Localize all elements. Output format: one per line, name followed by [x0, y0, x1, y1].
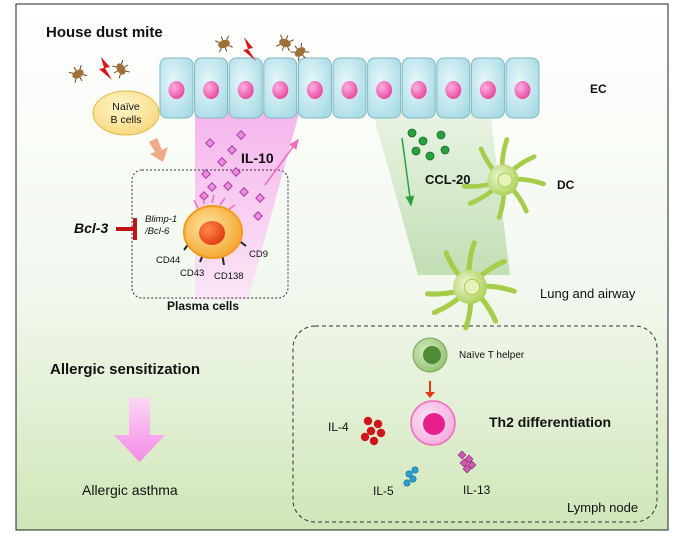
label-il10: IL-10 [241, 150, 274, 166]
il10-molecule [253, 211, 263, 221]
progression-arrow-icon [114, 398, 165, 462]
label-plasma-cells: Plasma cells [167, 299, 240, 313]
dendritic-cell-lower [424, 240, 517, 331]
il10-molecule [236, 130, 246, 140]
il13-molecule [457, 450, 467, 460]
il4-molecule [366, 426, 376, 436]
epithelial-nucleus [445, 81, 462, 99]
plasma-cell-box [131, 169, 289, 299]
epithelial-nucleus [514, 81, 531, 99]
label-blimp1: Blimp-1 [145, 214, 178, 225]
il10-molecule [201, 169, 211, 179]
il4-molecule [373, 419, 383, 429]
mite-icons [68, 34, 310, 83]
epithelial-nucleus [272, 81, 289, 99]
il4-molecule [369, 436, 379, 446]
il5-molecule [403, 479, 411, 487]
epithelium-layer [159, 57, 540, 119]
mite-icon [290, 42, 310, 62]
il4-molecules [360, 416, 386, 446]
il10-molecule [199, 191, 209, 201]
damage-bolt-icon [99, 57, 112, 80]
il4-molecule [363, 416, 373, 426]
ccl20-migration-cone [372, 110, 510, 275]
naive-b-cell [92, 90, 160, 136]
il10-molecules [199, 130, 265, 221]
th2-nucleus [423, 413, 445, 435]
il5-molecule [405, 470, 413, 478]
il13-molecule [464, 454, 474, 464]
ccl20-molecule [418, 136, 428, 146]
il10-molecule [231, 167, 241, 177]
mite-icon [276, 34, 294, 52]
il5-molecules [403, 466, 419, 487]
mite-icon [215, 35, 233, 53]
il13-molecule [462, 464, 472, 474]
il10-molecule [239, 187, 249, 197]
label-il4: IL-4 [328, 420, 349, 434]
label-ec: EC [590, 82, 607, 96]
il5-molecule [409, 475, 417, 483]
ccl20-molecule [407, 128, 417, 138]
label-house-dust-mite: House dust mite [46, 24, 163, 41]
damage-bolt-icon [243, 37, 256, 61]
label-cd44: CD44 [156, 255, 181, 266]
il13-molecules [457, 450, 477, 474]
il10-molecule [223, 181, 233, 191]
label-allergic-asthma: Allergic asthma [82, 482, 178, 498]
label-il13: IL-13 [463, 483, 491, 497]
t-helper-nucleus [423, 346, 441, 364]
epithelial-nucleus [306, 81, 323, 99]
label-bcl3: Bcl-3 [74, 220, 109, 236]
il10-molecule [227, 145, 237, 155]
label-il5: IL-5 [373, 484, 394, 498]
label-bcl6: /Bcl-6 [145, 226, 170, 237]
il10-molecule [207, 182, 217, 192]
label-naive-b-line2: B cells [110, 114, 142, 126]
label-ccl20: CCL-20 [425, 172, 471, 187]
label-cd9: CD9 [249, 249, 269, 260]
mite-icon [112, 59, 130, 79]
il4-molecule [376, 428, 386, 438]
ccl20-molecule [436, 130, 446, 140]
label-cd138: CD138 [214, 271, 244, 282]
label-dc: DC [557, 178, 575, 192]
il13-molecule [467, 460, 477, 470]
il10-molecule [255, 193, 265, 203]
differentiation-arrow-icon [149, 138, 168, 162]
epithelial-nucleus [479, 81, 496, 99]
mite-icon [68, 65, 88, 83]
label-allergic-sensitization: Allergic sensitization [50, 361, 201, 378]
epithelial-nucleus [168, 81, 185, 99]
label-naive-b-line1: Naïve [112, 101, 140, 113]
il10-molecule [217, 157, 227, 167]
il10-molecule [205, 138, 215, 148]
epithelial-nucleus [341, 81, 358, 99]
epithelial-nucleus [410, 81, 427, 99]
ccl20-molecules [407, 128, 450, 161]
lymph-node-box [292, 325, 658, 523]
label-naive-t-helper: Naïve T helper [459, 350, 525, 361]
plasma-cell [183, 194, 247, 266]
label-lung-airway: Lung and airway [540, 286, 636, 301]
ccl20-molecule [440, 145, 450, 155]
ccl20-molecule [425, 151, 435, 161]
label-lymph-node: Lymph node [567, 500, 639, 515]
il13-molecule [459, 458, 469, 468]
label-cd43: CD43 [180, 268, 205, 279]
epithelial-nucleus [237, 81, 254, 99]
ccl20-arrow-icon [401, 137, 415, 207]
epithelial-nucleus [376, 81, 393, 99]
epithelial-nucleus [203, 81, 220, 99]
dendritic-cell-upper [461, 137, 546, 220]
label-th2: Th2 differentiation [489, 414, 612, 430]
il10-arrow-icon [264, 138, 299, 186]
il5-molecule [411, 466, 419, 474]
ccl20-molecule [411, 146, 421, 156]
t-differentiation-arrow-icon [425, 381, 435, 398]
il4-molecule [360, 432, 370, 442]
